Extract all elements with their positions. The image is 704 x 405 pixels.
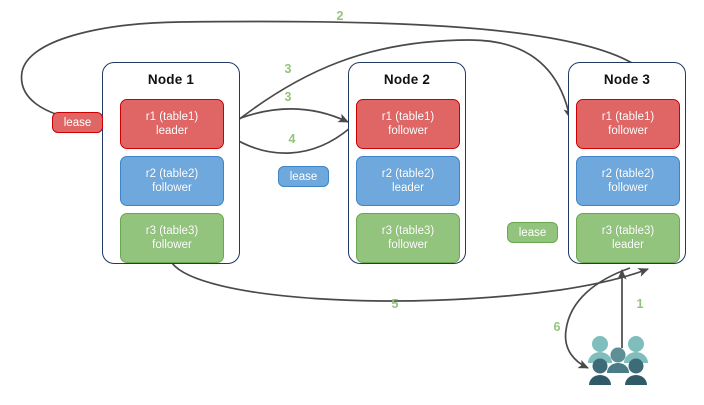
node-box-1: Node 1 r1 (table1) leader r2 (table2) fo… [102, 62, 240, 264]
replica-node1-r1[interactable]: r1 (table1) leader [120, 99, 224, 149]
replica-name: r3 (table3) [381, 225, 435, 237]
node-box-2: Node 2 r1 (table1) follower r2 (table2) … [348, 62, 466, 264]
lease-badge-red[interactable]: lease [52, 112, 103, 133]
replica-role: follower [388, 125, 428, 137]
arrow-step-4 [229, 127, 351, 154]
replica-name: r1 (table1) [601, 111, 655, 123]
lease-badge-green[interactable]: lease [507, 222, 558, 243]
replica-role: leader [392, 182, 424, 194]
replica-name: r2 (table2) [145, 168, 199, 180]
replica-node1-r3[interactable]: r3 (table3) follower [120, 213, 224, 263]
replica-name: r3 (table3) [601, 225, 655, 237]
replica-node2-r1[interactable]: r1 (table1) follower [356, 99, 460, 149]
replica-name: r3 (table3) [145, 225, 199, 237]
replica-node3-r2[interactable]: r2 (table2) follower [576, 156, 680, 206]
replica-role: follower [608, 182, 648, 194]
replica-name: r2 (table2) [601, 168, 655, 180]
arrow-step-3-to-node3 [227, 39, 573, 129]
step-label-5: 5 [391, 297, 399, 311]
arrow-step-6 [564, 267, 631, 369]
users-group-icon [588, 336, 648, 385]
replica-role: follower [152, 239, 192, 251]
replica-role: follower [152, 182, 192, 194]
arrow-step-3-to-node2 [225, 107, 349, 125]
step-label-4: 4 [288, 132, 296, 146]
replica-role: follower [608, 125, 648, 137]
step-label-6: 6 [553, 320, 561, 334]
node-box-3: Node 3 r1 (table1) follower r2 (table2) … [568, 62, 686, 264]
arrow-step-2 [20, 20, 633, 125]
node-title: Node 2 [383, 72, 431, 87]
replica-node3-r3[interactable]: r3 (table3) leader [576, 213, 680, 263]
replica-name: r1 (table1) [381, 111, 435, 123]
step-label-1: 1 [636, 297, 644, 311]
replica-name: r1 (table1) [145, 111, 199, 123]
replica-node2-r3[interactable]: r3 (table3) follower [356, 213, 460, 263]
replica-node3-r1[interactable]: r1 (table1) follower [576, 99, 680, 149]
node-title: Node 1 [147, 72, 195, 87]
replica-role: leader [612, 239, 644, 251]
step-label-3-upper: 3 [284, 62, 292, 76]
arrow-step-5 [171, 262, 649, 302]
replica-node1-r2[interactable]: r2 (table2) follower [120, 156, 224, 206]
lease-badge-blue[interactable]: lease [278, 166, 329, 187]
step-label-2: 2 [336, 9, 344, 23]
replica-node2-r2[interactable]: r2 (table2) leader [356, 156, 460, 206]
replica-role: leader [156, 125, 188, 137]
replica-name: r2 (table2) [381, 168, 435, 180]
node-title: Node 3 [603, 72, 651, 87]
step-label-3-lower: 3 [284, 90, 292, 104]
replica-role: follower [388, 239, 428, 251]
